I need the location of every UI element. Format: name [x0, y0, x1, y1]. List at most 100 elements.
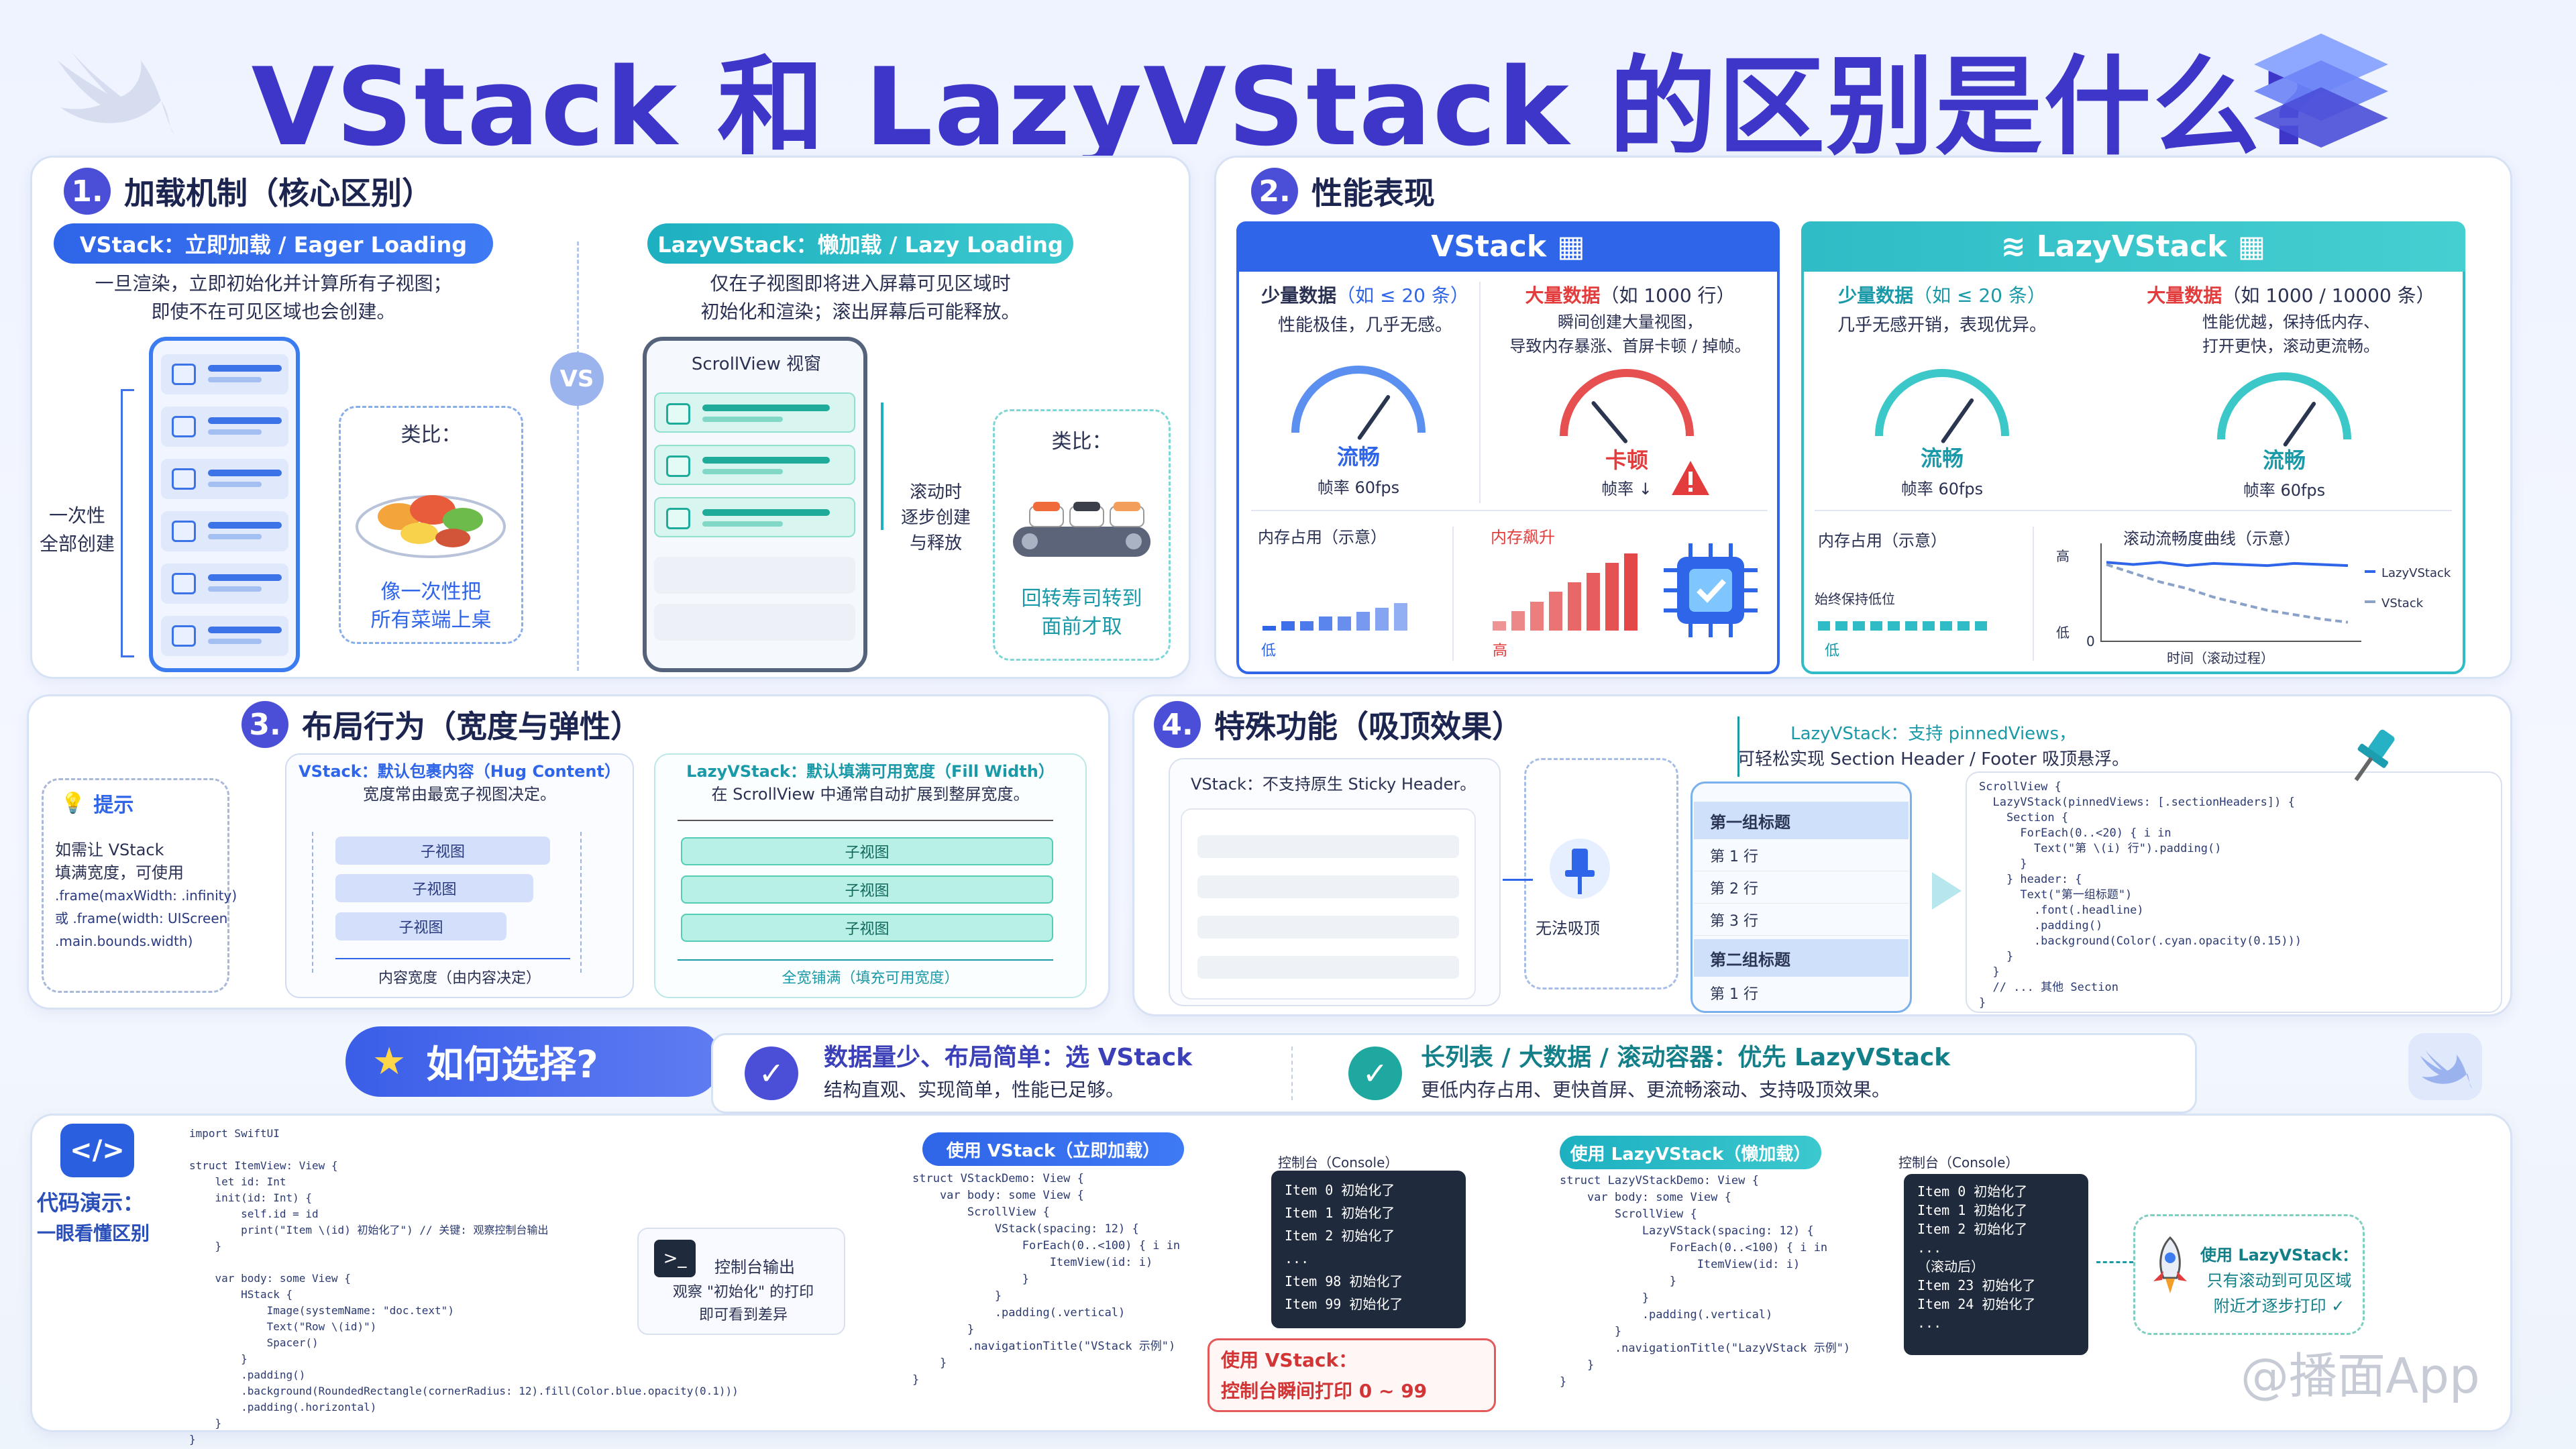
l-large-desc: 性能优越，保持低内存、打开更快，滚动更流畅。: [2202, 313, 2379, 356]
v-large-fps: 帧率 ↓: [1601, 480, 1652, 498]
l-large-title: 大量数据（如 1000 / 10000 条）: [2147, 284, 2435, 307]
memory-bar: [1530, 602, 1544, 631]
vstack-pill: VStack：立即加载 / Eager Loading: [54, 223, 493, 264]
v-small-status: 流畅: [1336, 444, 1380, 470]
check-icon: ✓: [745, 1046, 798, 1100]
guide: [580, 832, 582, 973]
note-arrow: [1737, 716, 1739, 777]
no-pin-box: [1524, 758, 1678, 989]
divider: [1452, 527, 1454, 661]
v-spike-bars: [1493, 550, 1640, 631]
v-small-title: 少量数据（如 ≤ 20 条）: [1261, 284, 1469, 307]
memory-bar: [1624, 553, 1638, 631]
no-pin-text: 无法吸顶: [1536, 919, 1600, 938]
placeholder-row: [654, 604, 855, 641]
section2-header: 2. 性能表现: [1251, 168, 1435, 215]
l-small-fps: 帧率 60fps: [1900, 480, 1984, 498]
v-large-status: 卡顿: [1605, 447, 1648, 473]
tip-header: 💡提示: [60, 791, 134, 818]
curve-high: 高: [2056, 548, 2070, 564]
arrow: [2096, 1261, 2133, 1263]
placeholder-row: [1197, 875, 1459, 898]
l-layout-foot: 全宽铺满（填充可用宽度）: [782, 970, 959, 987]
pushpin-icon: [2354, 729, 2395, 782]
memory-bar: [1818, 621, 1830, 631]
choose-banner: ★如何选择?: [345, 1026, 721, 1097]
curve-axes: [2100, 543, 2361, 642]
legend-v: VStack: [2381, 596, 2424, 610]
vs-badge: VS: [550, 352, 604, 406]
scroll-arrow: [881, 402, 883, 530]
smoothness-curve: [2100, 543, 2361, 642]
list-row: 第 3 行: [1694, 904, 1909, 936]
vstack-demo-pill: 使用 VStack（立即加载）: [922, 1132, 1184, 1166]
demo-side-title: 代码演示：一眼看懂区别: [37, 1190, 150, 1244]
placeholder-row: [1197, 835, 1459, 858]
memory-bar: [1511, 611, 1525, 631]
analogy2-label: 类比：: [1051, 430, 1112, 453]
v-mem-low: 低: [1261, 643, 1277, 659]
full-width-arrow: [678, 959, 1053, 961]
console-tip-title: 控制台输出: [714, 1258, 795, 1277]
choose-card: [711, 1033, 2197, 1114]
memory-bar: [1549, 592, 1562, 631]
vstack-perf-header: VStack▦: [1236, 221, 1780, 272]
layers-icon: [2254, 34, 2388, 148]
v-layout-head: VStack：默认包裹内容（Hug Content）宽度常由最宽子视图决定。: [299, 762, 621, 804]
analogy1-text: 像一次性把所有菜端上桌: [370, 580, 492, 632]
rocket-icon: [2153, 1236, 2187, 1293]
vstack-desc: 一旦渲染，立即初始化并计算所有子视图；即使不在可见区域也会创建。: [95, 272, 452, 323]
divider: [1291, 1046, 1293, 1100]
layers-small-icon: ≋: [2000, 229, 2026, 264]
divider: [1815, 510, 2452, 511]
warning-icon: [1672, 461, 1709, 495]
lazy-result-box: [2133, 1214, 2365, 1335]
memory-bar: [1375, 608, 1389, 631]
v-mem-spike: 内存飙升: [1491, 528, 1555, 547]
grid-icon: ▦: [1557, 229, 1585, 264]
memory-bar: [1940, 621, 1952, 631]
lazy-result: 使用 LazyVStack：只有滚动到可见区域附近才逐步打印 ✓: [2200, 1246, 2359, 1316]
choice1-title: 数据量少、布局简单：选 VStack: [824, 1044, 1193, 1071]
section1-header: 1. 加载机制（核心区别）: [64, 168, 433, 215]
section-title: 性能表现: [1311, 175, 1435, 211]
child-view: 子视图: [681, 875, 1053, 904]
divider: [1479, 282, 1481, 503]
lazy-series-line: [2106, 561, 2349, 568]
memory-bar: [1888, 621, 1900, 631]
memory-bar: [1957, 621, 1970, 631]
memory-bar: [1923, 621, 1935, 631]
memory-bar: [1493, 621, 1506, 631]
memory-bar: [1905, 621, 1917, 631]
curve-xlabel: 时间（滚动过程）: [2167, 650, 2274, 666]
arrow-right: [1932, 872, 1962, 910]
memory-bar: [1394, 603, 1407, 631]
console-tip-body: 观察 "初始化" 的打印即可看到差异: [672, 1284, 814, 1324]
v-large-desc: 瞬间创建大量视图，导致内存暴涨、首屏卡顿 / 掉帧。: [1509, 313, 1751, 356]
child-view: 子视图: [335, 912, 506, 941]
item-view-code: import SwiftUI struct ItemView: View { l…: [189, 1127, 739, 1446]
lazy-pill: LazyVStack：懒加载 / Lazy Loading: [647, 223, 1073, 264]
v-small-fps: 帧率 60fps: [1317, 478, 1400, 497]
console-label: 控制台（Console）: [1898, 1155, 2019, 1171]
tip-box: [42, 778, 229, 993]
v-mem-label: 内存占用（示意）: [1258, 528, 1387, 547]
l-mem-low: 低: [1825, 643, 1840, 659]
l-mem-keep: 始终保持低位: [1815, 591, 1895, 607]
v-layout-foot: 内容宽度（由内容决定）: [378, 970, 541, 987]
memory-bar: [1281, 621, 1295, 631]
v-mem-high: 高: [1493, 643, 1508, 659]
memory-bar: [1587, 573, 1600, 631]
memory-bar: [1975, 621, 1987, 631]
lazy-perf-header: ≋LazyVStack▦: [1801, 221, 2465, 272]
memory-bar: [1870, 621, 1882, 631]
lightbulb-icon: 💡: [60, 791, 86, 815]
side-label: 一次性全部创建: [39, 504, 115, 555]
section-title: 加载机制（核心区别）: [124, 175, 433, 211]
v-sticky-label: VStack：不支持原生 Sticky Header。: [1191, 775, 1477, 794]
placeholder-row: [1197, 916, 1459, 938]
v-large-title: 大量数据（如 1000 行）: [1525, 284, 1735, 307]
group-header: 第一组标题: [1694, 802, 1909, 839]
memory-bar: [1338, 616, 1351, 631]
divider: [577, 241, 579, 671]
